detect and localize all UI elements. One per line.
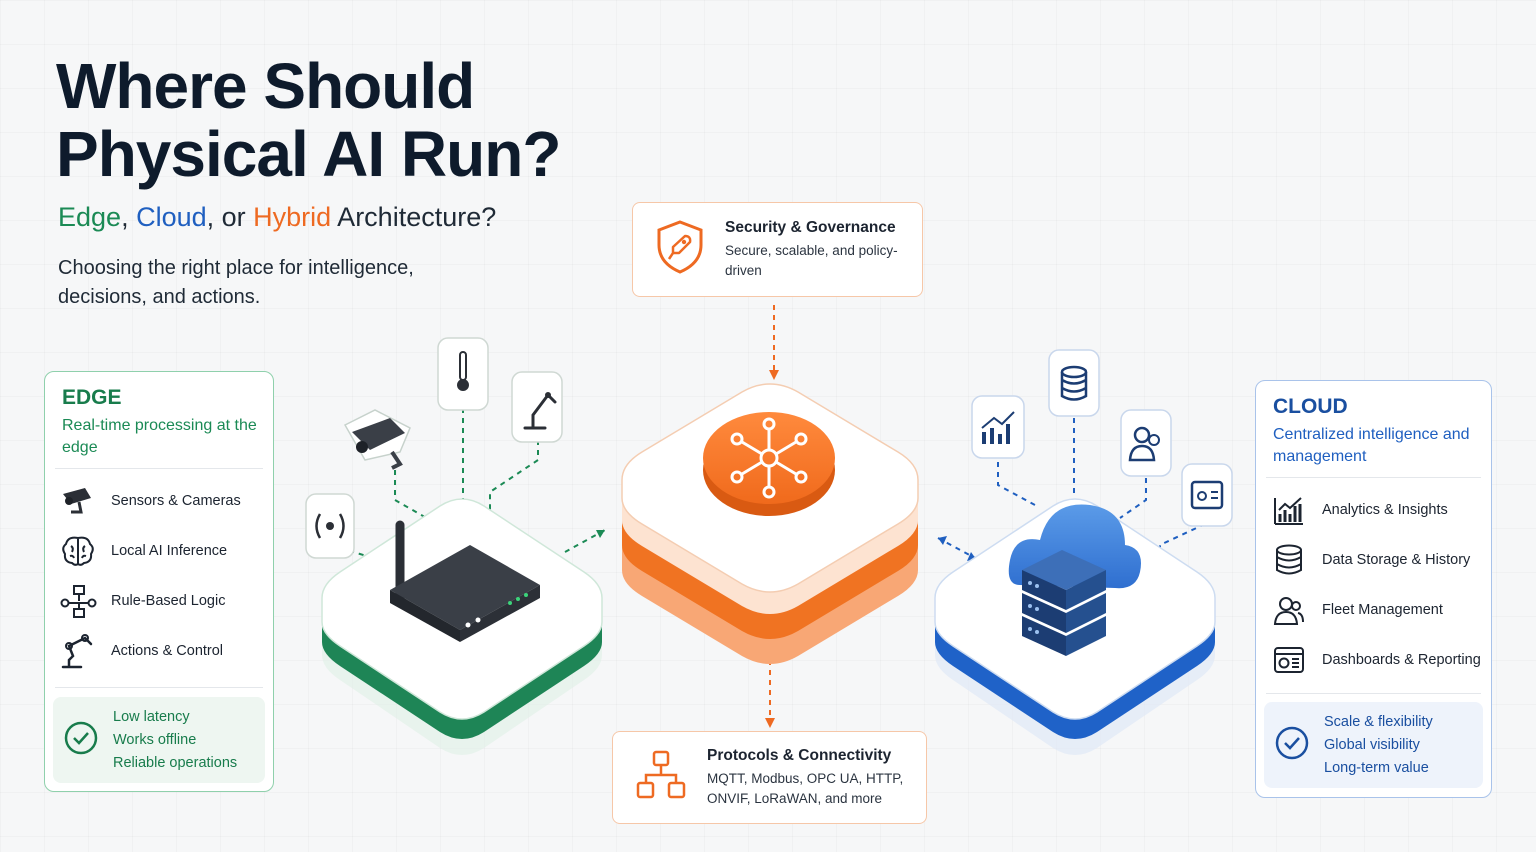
subtitle-sep2: , or	[206, 202, 254, 232]
cloud-feature-dashboards: Dashboards & Reporting	[1270, 641, 1481, 679]
subtitle-cloud: Cloud	[136, 202, 207, 232]
router-right	[460, 585, 540, 642]
arrow-security-down	[769, 370, 779, 380]
hybrid-platform	[621, 383, 919, 664]
edge-heading: EDGE	[62, 386, 122, 409]
cloud-heading: CLOUD	[1273, 395, 1348, 418]
edge-platform	[321, 498, 603, 755]
camera-device-icon	[343, 409, 411, 470]
edge-feature-logic: Rule-Based Logic	[59, 582, 225, 620]
check-circle-icon	[63, 720, 99, 761]
cloud-connector-chart	[997, 462, 1036, 506]
edge-feature-sensors-label: Sensors & Cameras	[111, 493, 241, 509]
edge-feature-actions: Actions & Control	[59, 632, 223, 670]
dashboard-tile-icon	[1181, 463, 1233, 527]
camera-icon	[59, 482, 97, 520]
cloud-connector-users	[1119, 478, 1147, 519]
edge-feature-logic-label: Rule-Based Logic	[111, 593, 226, 609]
router-top	[390, 545, 540, 630]
cloud-feature-storage: Data Storage & History	[1270, 541, 1470, 579]
edge-description: Real-time processing at the edge	[62, 417, 257, 456]
thermometer-tile-icon	[437, 337, 489, 411]
cloud-divider-top	[1266, 477, 1481, 478]
edge-benefit-item: Reliable operations	[113, 754, 238, 771]
subtitle-rest: Architecture?	[331, 202, 497, 232]
page-title: Where Should Physical AI Run?	[56, 50, 561, 190]
edge-feature-actions-label: Actions & Control	[111, 643, 224, 659]
users-icon	[1270, 591, 1308, 629]
database-icon	[1270, 541, 1308, 579]
cloud-benefits: Scale & flexibility Global visibility Lo…	[1264, 702, 1483, 788]
edge-connector-camera	[394, 470, 431, 521]
bar-chart-icon	[1270, 491, 1308, 529]
cloud-benefit-item: Scale & flexibility	[1324, 713, 1433, 730]
cloud-feature-analytics: Analytics & Insights	[1270, 491, 1448, 529]
edge-divider-bottom	[55, 687, 263, 688]
arrow-cloud-left	[938, 536, 947, 545]
protocols-callout: Protocols & Connectivity MQTT, Modbus, O…	[612, 731, 927, 824]
cloud-feature-dashboards-label: Dashboards & Reporting	[1322, 652, 1481, 668]
cloud-benefit-item: Global visibility	[1324, 736, 1420, 753]
edge-feature-inference-label: Local AI Inference	[111, 543, 228, 559]
cloud-feature-fleet-label: Fleet Management	[1322, 602, 1443, 618]
flowchart-icon	[59, 582, 97, 620]
subtitle-edge: Edge	[58, 202, 122, 232]
security-text: Secure, scalable, and policy-driven	[725, 242, 898, 278]
edge-hybrid-link	[564, 529, 606, 553]
tagline: Choosing the right place for intelligenc…	[58, 257, 414, 308]
brain-icon	[59, 532, 97, 570]
arrow-protocol-down	[765, 718, 775, 728]
network-icon	[635, 749, 687, 806]
protocols-title: Protocols & Connectivity	[707, 746, 892, 764]
edge-benefit-item: Works offline	[113, 731, 197, 748]
server-stack-icon	[1022, 550, 1106, 656]
robot-arm-tile-icon	[511, 371, 563, 443]
edge-benefit-item: Low latency	[113, 708, 190, 725]
cloud-feature-analytics-label: Analytics & Insights	[1322, 502, 1448, 518]
edge-divider-top	[55, 468, 263, 469]
cloud-panel: CLOUD Centralized intelligence and manag…	[1255, 380, 1492, 798]
wireless-sensor-tile-icon	[305, 493, 355, 559]
cloud-platform	[934, 498, 1216, 755]
edge-feature-inference: Local AI Inference	[59, 532, 227, 570]
edge-benefits: Low latency Works offline Reliable opera…	[53, 697, 265, 783]
security-callout: Security & Governance Secure, scalable, …	[632, 202, 923, 297]
shield-icon	[655, 219, 705, 280]
database-tile-icon	[1048, 349, 1100, 417]
arrow-edge-right	[596, 530, 605, 538]
router-left	[390, 590, 460, 642]
dashboard-icon	[1270, 641, 1308, 679]
cloud-feature-fleet: Fleet Management	[1270, 591, 1443, 629]
cloud-divider-bottom	[1266, 693, 1481, 694]
hub-network-icon	[730, 417, 808, 499]
edge-panel: EDGE Real-time processing at the edge Se…	[44, 371, 274, 792]
hybrid-cloud-link	[937, 537, 976, 559]
robot-arm-icon	[59, 632, 97, 670]
edge-connector-arm	[489, 440, 539, 550]
protocols-text: MQTT, Modbus, OPC UA, HTTP, ONVIF, LoRaW…	[707, 770, 904, 806]
cloud-benefit-item: Long-term value	[1324, 759, 1429, 776]
subtitle-sep1: ,	[121, 202, 137, 232]
cloud-description: Centralized intelligence and management	[1273, 426, 1470, 465]
chart-tile-icon	[971, 395, 1025, 459]
cloud-feature-storage-label: Data Storage & History	[1322, 552, 1471, 568]
users-tile-icon	[1120, 409, 1172, 477]
security-title: Security & Governance	[725, 218, 896, 236]
page-subtitle: Edge, Cloud, or Hybrid Architecture?	[58, 202, 496, 233]
edge-feature-sensors: Sensors & Cameras	[59, 482, 241, 520]
subtitle-hybrid: Hybrid	[253, 202, 332, 232]
check-circle-icon	[1274, 725, 1310, 766]
